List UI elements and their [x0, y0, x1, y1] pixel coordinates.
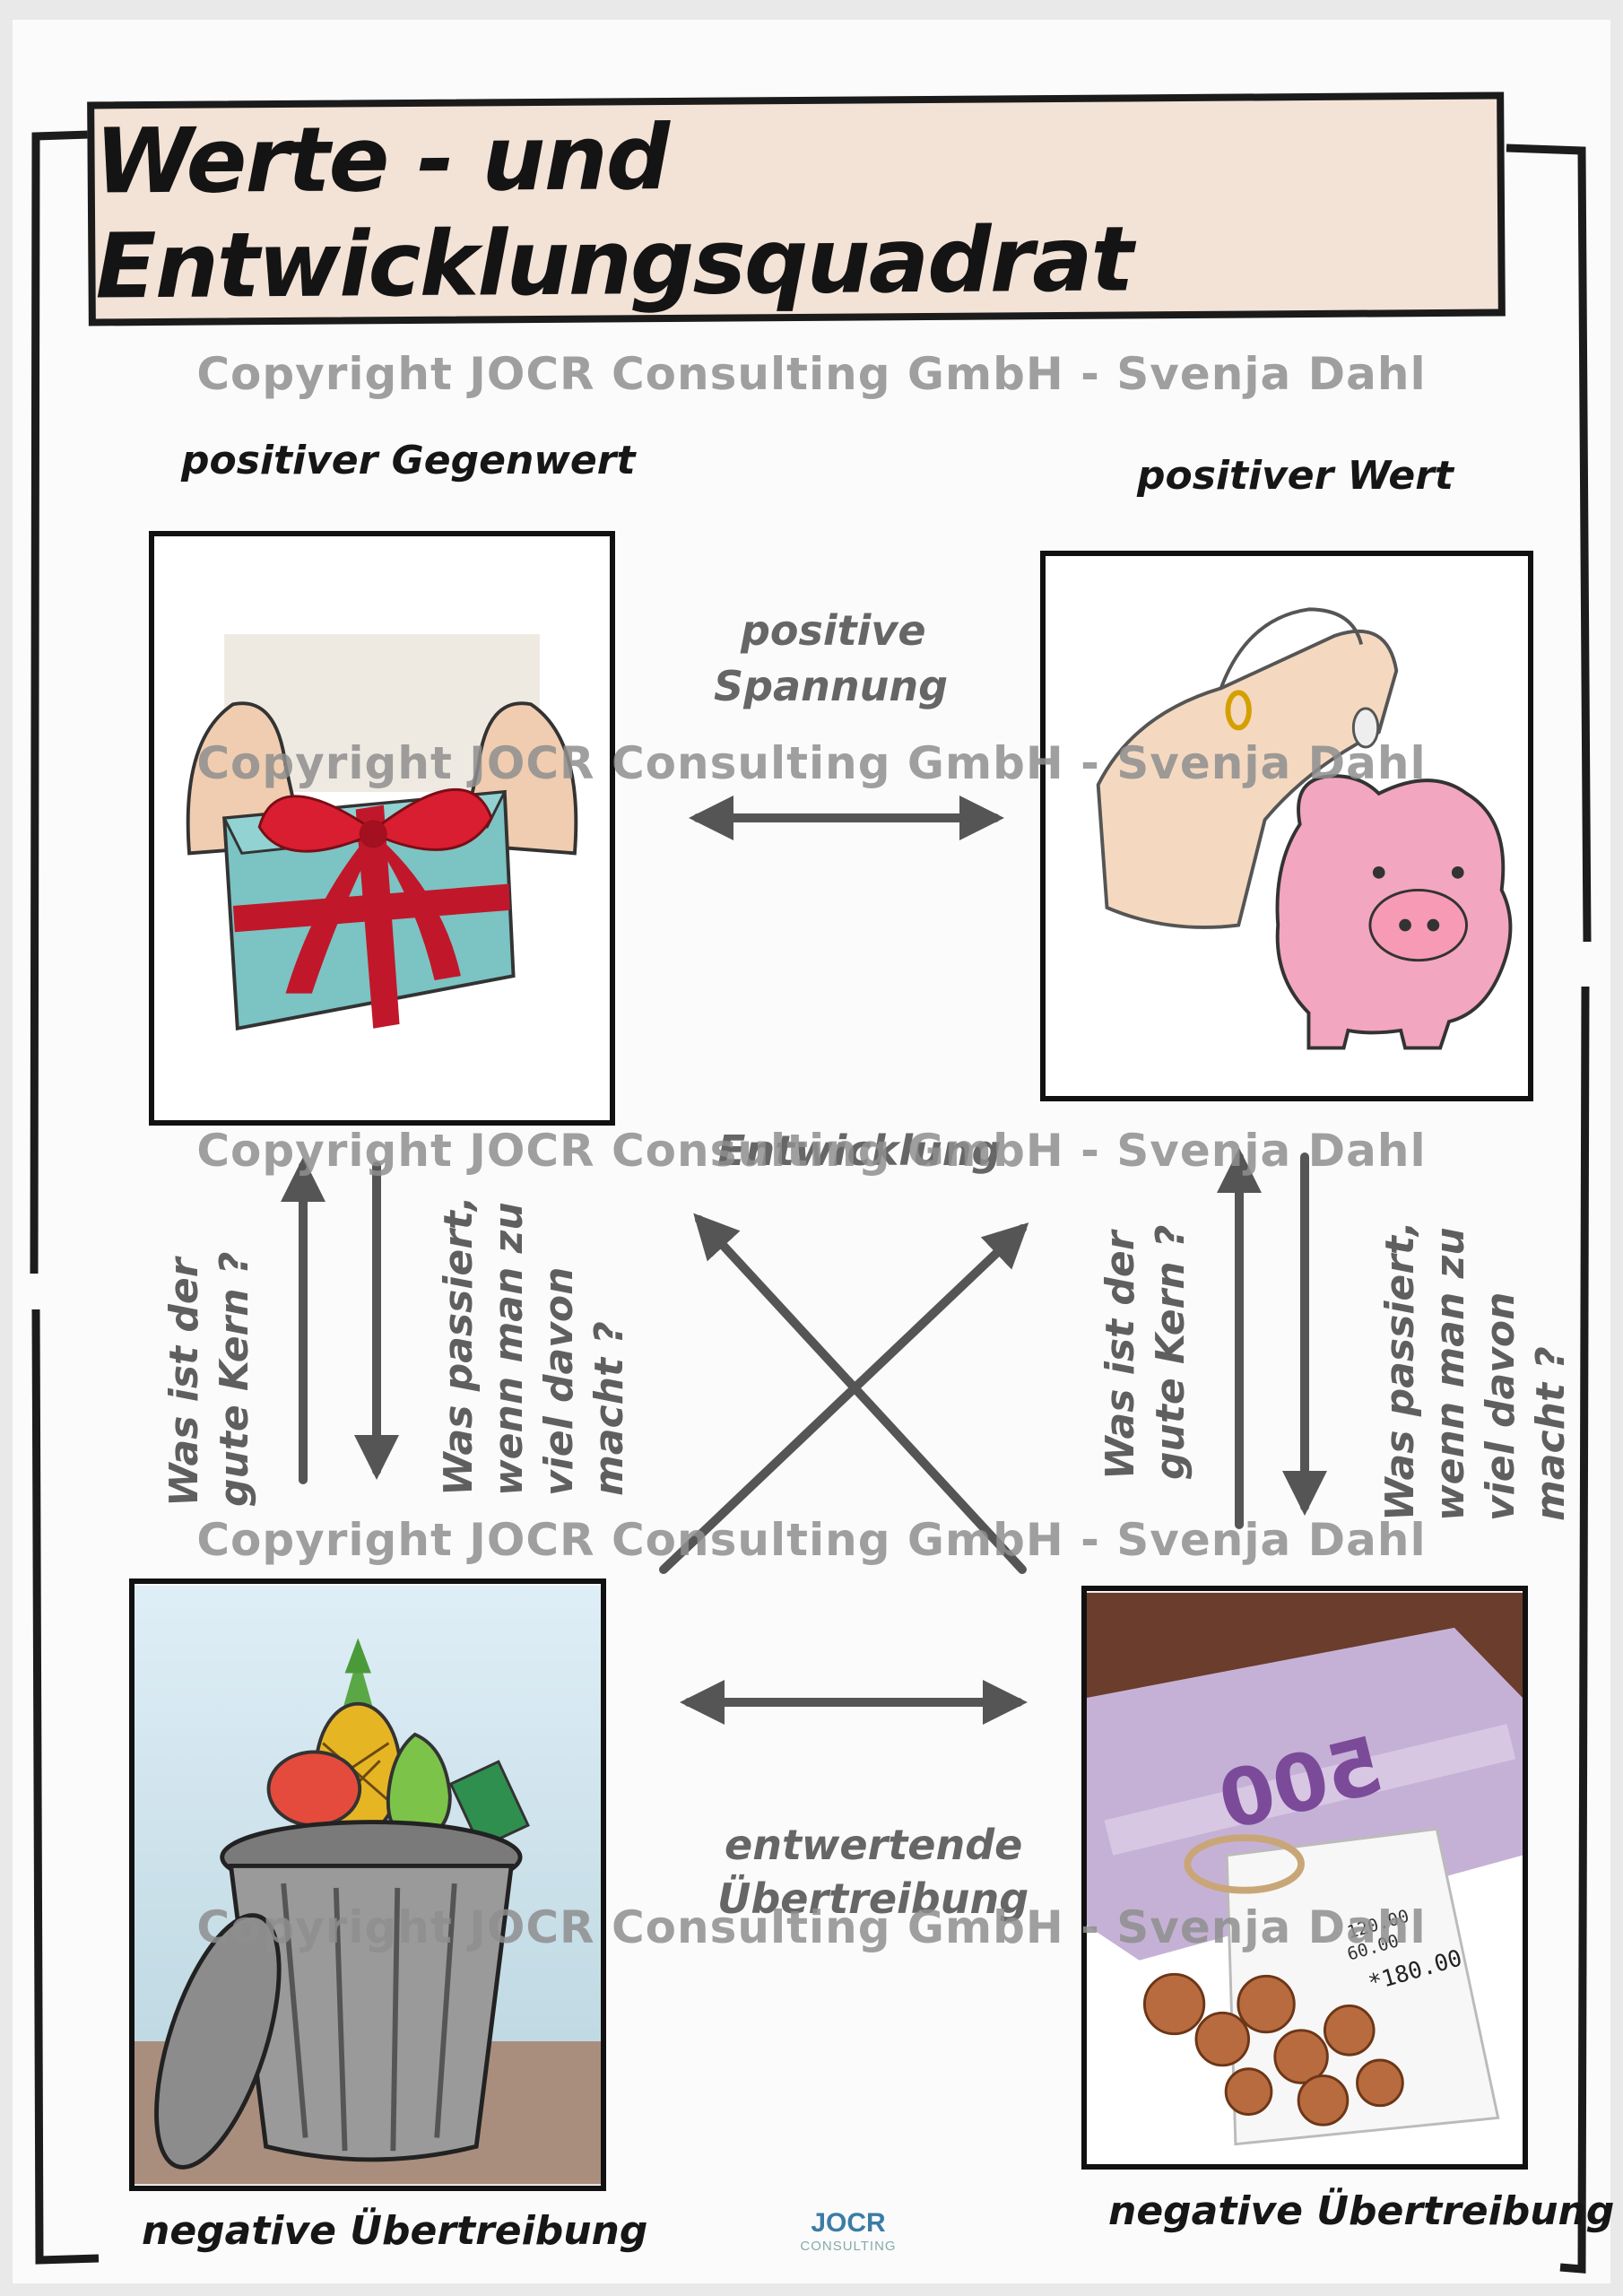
label-negative-uebertreibung-left: negative Übertreibung	[142, 2208, 648, 2254]
trash-can-food-icon	[135, 1585, 601, 2185]
question-kern-right: Was ist der gute Kern ?	[1098, 1224, 1193, 1480]
question-zuviel-left: Was passiert, wenn man zu viel davon mac…	[436, 1196, 632, 1496]
label-uebertreibung: Übertreibung	[717, 1874, 1029, 1923]
label-positiver-gegenwert: positiver Gegenwert	[181, 438, 636, 483]
arrow-diagonal-up-right	[659, 1222, 1029, 1574]
label-entwertende: entwertende	[725, 1821, 1023, 1869]
watermark-5: Copyright JOCR Consulting GmbH - Svenja …	[196, 1901, 1427, 1953]
image-gift-box	[149, 531, 615, 1126]
question-zuviel-right: Was passiert, wenn man zu viel davon mac…	[1377, 1221, 1574, 1521]
piggy-bank-coin-icon	[1046, 556, 1528, 1096]
money-coins-receipt-icon: 500 120.00 60.00 *180.00	[1087, 1592, 1523, 2163]
image-money: 500 120.00 60.00 *180.00	[1081, 1586, 1528, 2170]
gift-box-hands-icon	[154, 537, 610, 1119]
logo-sub-text: CONSULTING	[800, 2239, 897, 2254]
watermark-1: Copyright JOCR Consulting GmbH - Svenja …	[196, 348, 1427, 400]
question-kern-left: Was ist der gute Kern ?	[161, 1251, 257, 1507]
label-positive: positive	[741, 606, 926, 655]
image-piggy-bank	[1040, 551, 1533, 1101]
image-trash-can	[129, 1578, 606, 2191]
label-spannung: Spannung	[714, 662, 949, 710]
label-positiver-wert: positiver Wert	[1137, 453, 1454, 499]
watermark-3: Copyright JOCR Consulting GmbH - Svenja …	[196, 1125, 1427, 1177]
watermark-4: Copyright JOCR Consulting GmbH - Svenja …	[196, 1514, 1427, 1566]
logo-main-text: JOCR	[811, 2208, 886, 2238]
label-entwicklung: Entwicklung	[717, 1126, 1002, 1175]
arrow-diagonal-up-left	[693, 1213, 1027, 1574]
watermark-2: Copyright JOCR Consulting GmbH - Svenja …	[196, 737, 1427, 789]
label-negative-uebertreibung-right: negative Übertreibung	[1108, 2188, 1615, 2234]
jocr-logo: JOCR CONSULTING	[785, 2208, 911, 2264]
